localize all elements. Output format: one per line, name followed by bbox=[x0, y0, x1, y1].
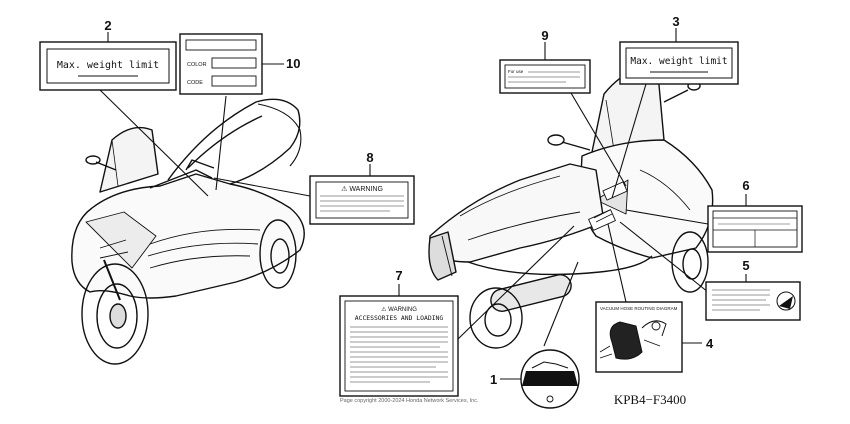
label-3-text: Max. weight limit bbox=[630, 56, 727, 67]
label-7-title: ACCESSORIES AND LOADING bbox=[355, 314, 444, 322]
copyright-text: Page copyright 2000-2024 Honda Network S… bbox=[340, 398, 479, 404]
label-9-for-use: For use bbox=[499, 59, 591, 94]
label-10-color-code: COLOR CODE bbox=[179, 33, 263, 95]
label-8-title: ⚠ WARNING bbox=[341, 185, 383, 193]
label-7-accessories-loading: ⚠ WARNING ACCESSORIES AND LOADING bbox=[339, 295, 459, 397]
label-10-code: CODE bbox=[187, 80, 203, 86]
callout-3: 3 bbox=[672, 14, 679, 29]
callout-4: 4 bbox=[706, 336, 714, 351]
callout-1: 1 bbox=[490, 372, 497, 387]
label-2-max-weight: Max. weight limit bbox=[39, 41, 177, 91]
label-7-warning: ⚠ WARNING bbox=[381, 306, 417, 313]
callout-8: 8 bbox=[366, 150, 373, 165]
label-5 bbox=[705, 281, 801, 321]
label-1-tire-pressure bbox=[520, 349, 580, 409]
callout-6: 6 bbox=[742, 178, 749, 193]
callout-7: 7 bbox=[395, 268, 402, 283]
callout-lines bbox=[107, 28, 747, 380]
callout-10: 10 bbox=[286, 56, 300, 71]
label-6 bbox=[707, 205, 803, 253]
callout-9: 9 bbox=[541, 28, 548, 43]
left-scooter bbox=[71, 98, 305, 365]
label-4-title: VACUUM HOSE ROUTING DIAGRAM bbox=[600, 306, 678, 311]
callout-2: 2 bbox=[104, 18, 111, 33]
callout-numbers: 2 10 8 9 3 6 5 4 7 1 bbox=[104, 14, 749, 387]
diagram-code: KPB4−F3400 bbox=[614, 392, 686, 407]
label-4-vacuum-hose: VACUUM HOSE ROUTING DIAGRAM bbox=[595, 301, 683, 373]
right-scooter bbox=[428, 69, 714, 349]
label-2-text: Max. weight limit bbox=[57, 60, 159, 71]
leader-lines bbox=[99, 83, 709, 347]
callout-5: 5 bbox=[742, 258, 749, 273]
label-9-text: For use bbox=[508, 69, 524, 74]
label-8-warning: ⚠ WARNING bbox=[309, 175, 415, 225]
label-3-max-weight: Max. weight limit bbox=[619, 41, 739, 85]
label-10-color: COLOR bbox=[187, 62, 207, 68]
